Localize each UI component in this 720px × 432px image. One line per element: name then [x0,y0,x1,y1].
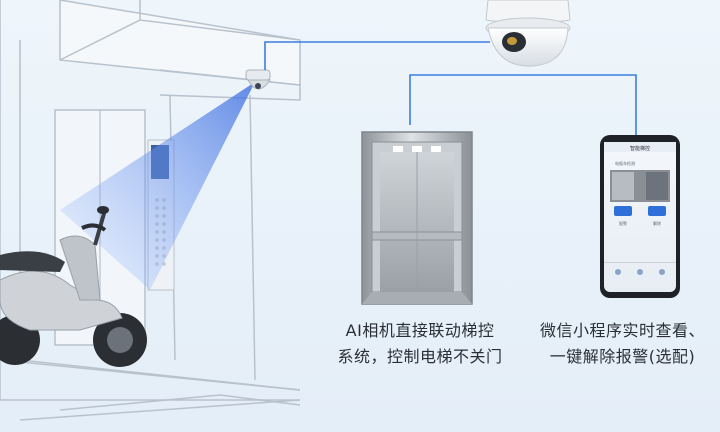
caption-left-line1: AI相机直接联动梯控 [345,321,495,340]
phone-app-title: 智能梯控 [630,145,650,152]
dome-camera-icon [485,0,571,67]
caption-wechat-app: 微信小程序实时查看、 一键解除报警(选配) [525,318,720,370]
ceiling-camera-icon [245,69,271,90]
phone-button-b-label[interactable]: 解除 [653,220,661,226]
caption-right-line2: 一键解除报警(选配) [549,347,696,366]
elevator-lobby-drawing [0,0,301,421]
electric-scooter-icon [0,206,147,367]
phone-status-text: 电瓶车检测 [615,160,635,166]
smartphone-icon [600,135,680,298]
caption-right-line1: 微信小程序实时查看、 [539,321,705,340]
caption-left-line2: 系统，控制电梯不关门 [337,347,503,366]
elevator-car-icon [361,131,473,305]
camera-detection-beam [60,82,255,290]
phone-button-a-label[interactable]: 报警 [619,220,627,226]
caption-ai-camera: AI相机直接联动梯控 系统，控制电梯不关门 [320,318,520,370]
connector-lines [264,41,637,135]
